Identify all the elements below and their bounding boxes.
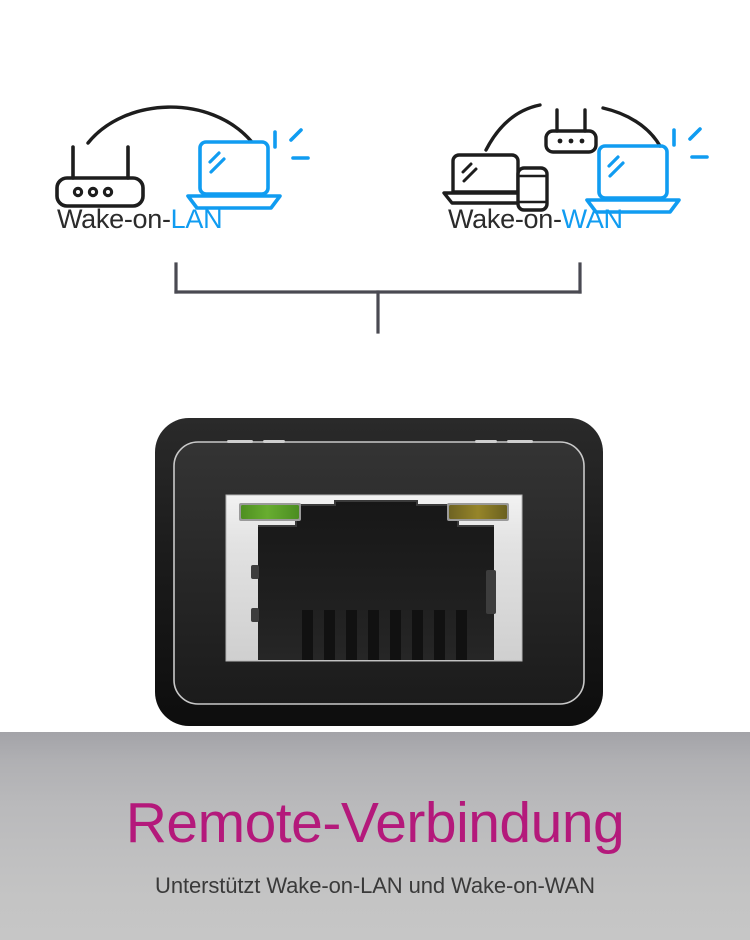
router-icon — [544, 108, 598, 154]
laptop-screen-glare-icon — [208, 151, 226, 174]
banner-title: Remote-Verbindung — [125, 791, 625, 855]
wake-on-wan-label-prefix: Wake-on- — [448, 204, 562, 234]
wake-on-lan-label-prefix: Wake-on- — [57, 204, 171, 234]
bracket-connector — [174, 262, 582, 334]
router-led-dots-icon — [72, 186, 114, 198]
ethernet-rj45-port — [155, 418, 603, 726]
link-led-green — [239, 503, 301, 521]
laptop-screen-glare-icon — [607, 155, 625, 178]
wake-on-lan-label: Wake-on-LAN — [57, 204, 223, 235]
phone-icon — [516, 166, 549, 212]
device-top-notches — [227, 440, 533, 443]
wake-on-wan-label: Wake-on-WAN — [448, 204, 623, 235]
router-led-dots-icon — [557, 138, 585, 144]
wake-rays-icon — [273, 128, 310, 160]
arc-connector-icon — [86, 105, 253, 145]
laptop-icon — [585, 144, 681, 214]
wake-rays-icon — [672, 127, 709, 159]
port-contact-pins — [302, 610, 467, 660]
port-shield-latches — [251, 565, 496, 622]
arc-connector-icon — [484, 103, 542, 152]
activity-led-amber — [447, 503, 509, 521]
laptop-screen-glare-icon — [461, 162, 478, 183]
bottom-banner — [0, 732, 750, 940]
feature-diagram — [0, 0, 750, 400]
wake-on-wan-label-accent: WAN — [561, 204, 623, 234]
laptop-icon — [186, 140, 282, 210]
router-icon — [55, 145, 145, 208]
wake-on-wan-group — [442, 103, 709, 214]
arc-connector-icon — [601, 106, 662, 148]
wake-on-lan-label-accent: LAN — [170, 204, 223, 234]
laptop-icon — [442, 153, 531, 205]
wake-on-lan-group — [55, 105, 310, 210]
banner-subtitle: Unterstützt Wake-on-LAN und Wake-on-WAN — [155, 873, 595, 898]
